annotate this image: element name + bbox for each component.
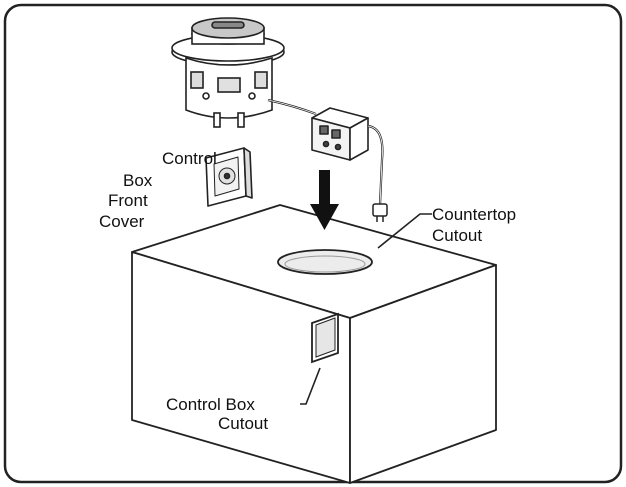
label-box: Box bbox=[123, 171, 153, 190]
outlet-side-clip bbox=[254, 71, 268, 89]
countertop-side-face bbox=[349, 264, 497, 484]
control-box-connector bbox=[319, 125, 329, 135]
screw-icon bbox=[248, 92, 256, 100]
label-control: Control bbox=[162, 149, 217, 168]
countertop-cutout-label: Countertop Cutout bbox=[432, 205, 521, 245]
control-box-port-icon bbox=[334, 143, 342, 151]
control-box bbox=[311, 107, 369, 161]
countertop-cutout-inner-edge bbox=[284, 255, 366, 273]
label-control-box: Control Box bbox=[166, 395, 255, 414]
control-box-side bbox=[349, 117, 369, 161]
countertop-cutout-leader bbox=[377, 213, 432, 249]
label-countertop: Countertop bbox=[432, 205, 516, 224]
popup-outlet-device bbox=[171, 17, 285, 128]
control-box-front-cover-label: Control Box Front Cover bbox=[99, 149, 222, 231]
front-cover-knob-center bbox=[223, 172, 231, 180]
down-arrow-icon bbox=[310, 170, 339, 230]
front-cover-edge bbox=[243, 147, 253, 199]
label-front: Front bbox=[108, 191, 148, 210]
outlet-cap-slot bbox=[211, 21, 245, 29]
control-box-port-icon bbox=[322, 140, 330, 148]
control-box-cutout-label: Control Box Cutout bbox=[166, 395, 268, 433]
control-box-front-cover bbox=[205, 147, 253, 207]
label-cutout-side: Cutout bbox=[218, 414, 268, 433]
screw-icon bbox=[202, 92, 210, 100]
countertop-cutout-hole bbox=[277, 249, 373, 275]
control-box-cutout-leader bbox=[300, 367, 321, 405]
outlet-to-controlbox-cable-inner bbox=[267, 99, 317, 115]
power-cord-inner bbox=[367, 125, 383, 206]
power-plug-icon bbox=[372, 203, 388, 222]
label-cutout-top: Cutout bbox=[432, 226, 482, 245]
outlet-label-plate bbox=[217, 77, 241, 93]
outlet-bottom-stub bbox=[237, 112, 245, 128]
label-cover: Cover bbox=[99, 212, 145, 231]
control-box-cutout-inner bbox=[315, 317, 336, 358]
control-box-cutout bbox=[311, 312, 339, 364]
outlet-side-clip bbox=[190, 71, 204, 89]
control-box-connector bbox=[331, 129, 341, 139]
outlet-bottom-stub bbox=[213, 112, 221, 128]
